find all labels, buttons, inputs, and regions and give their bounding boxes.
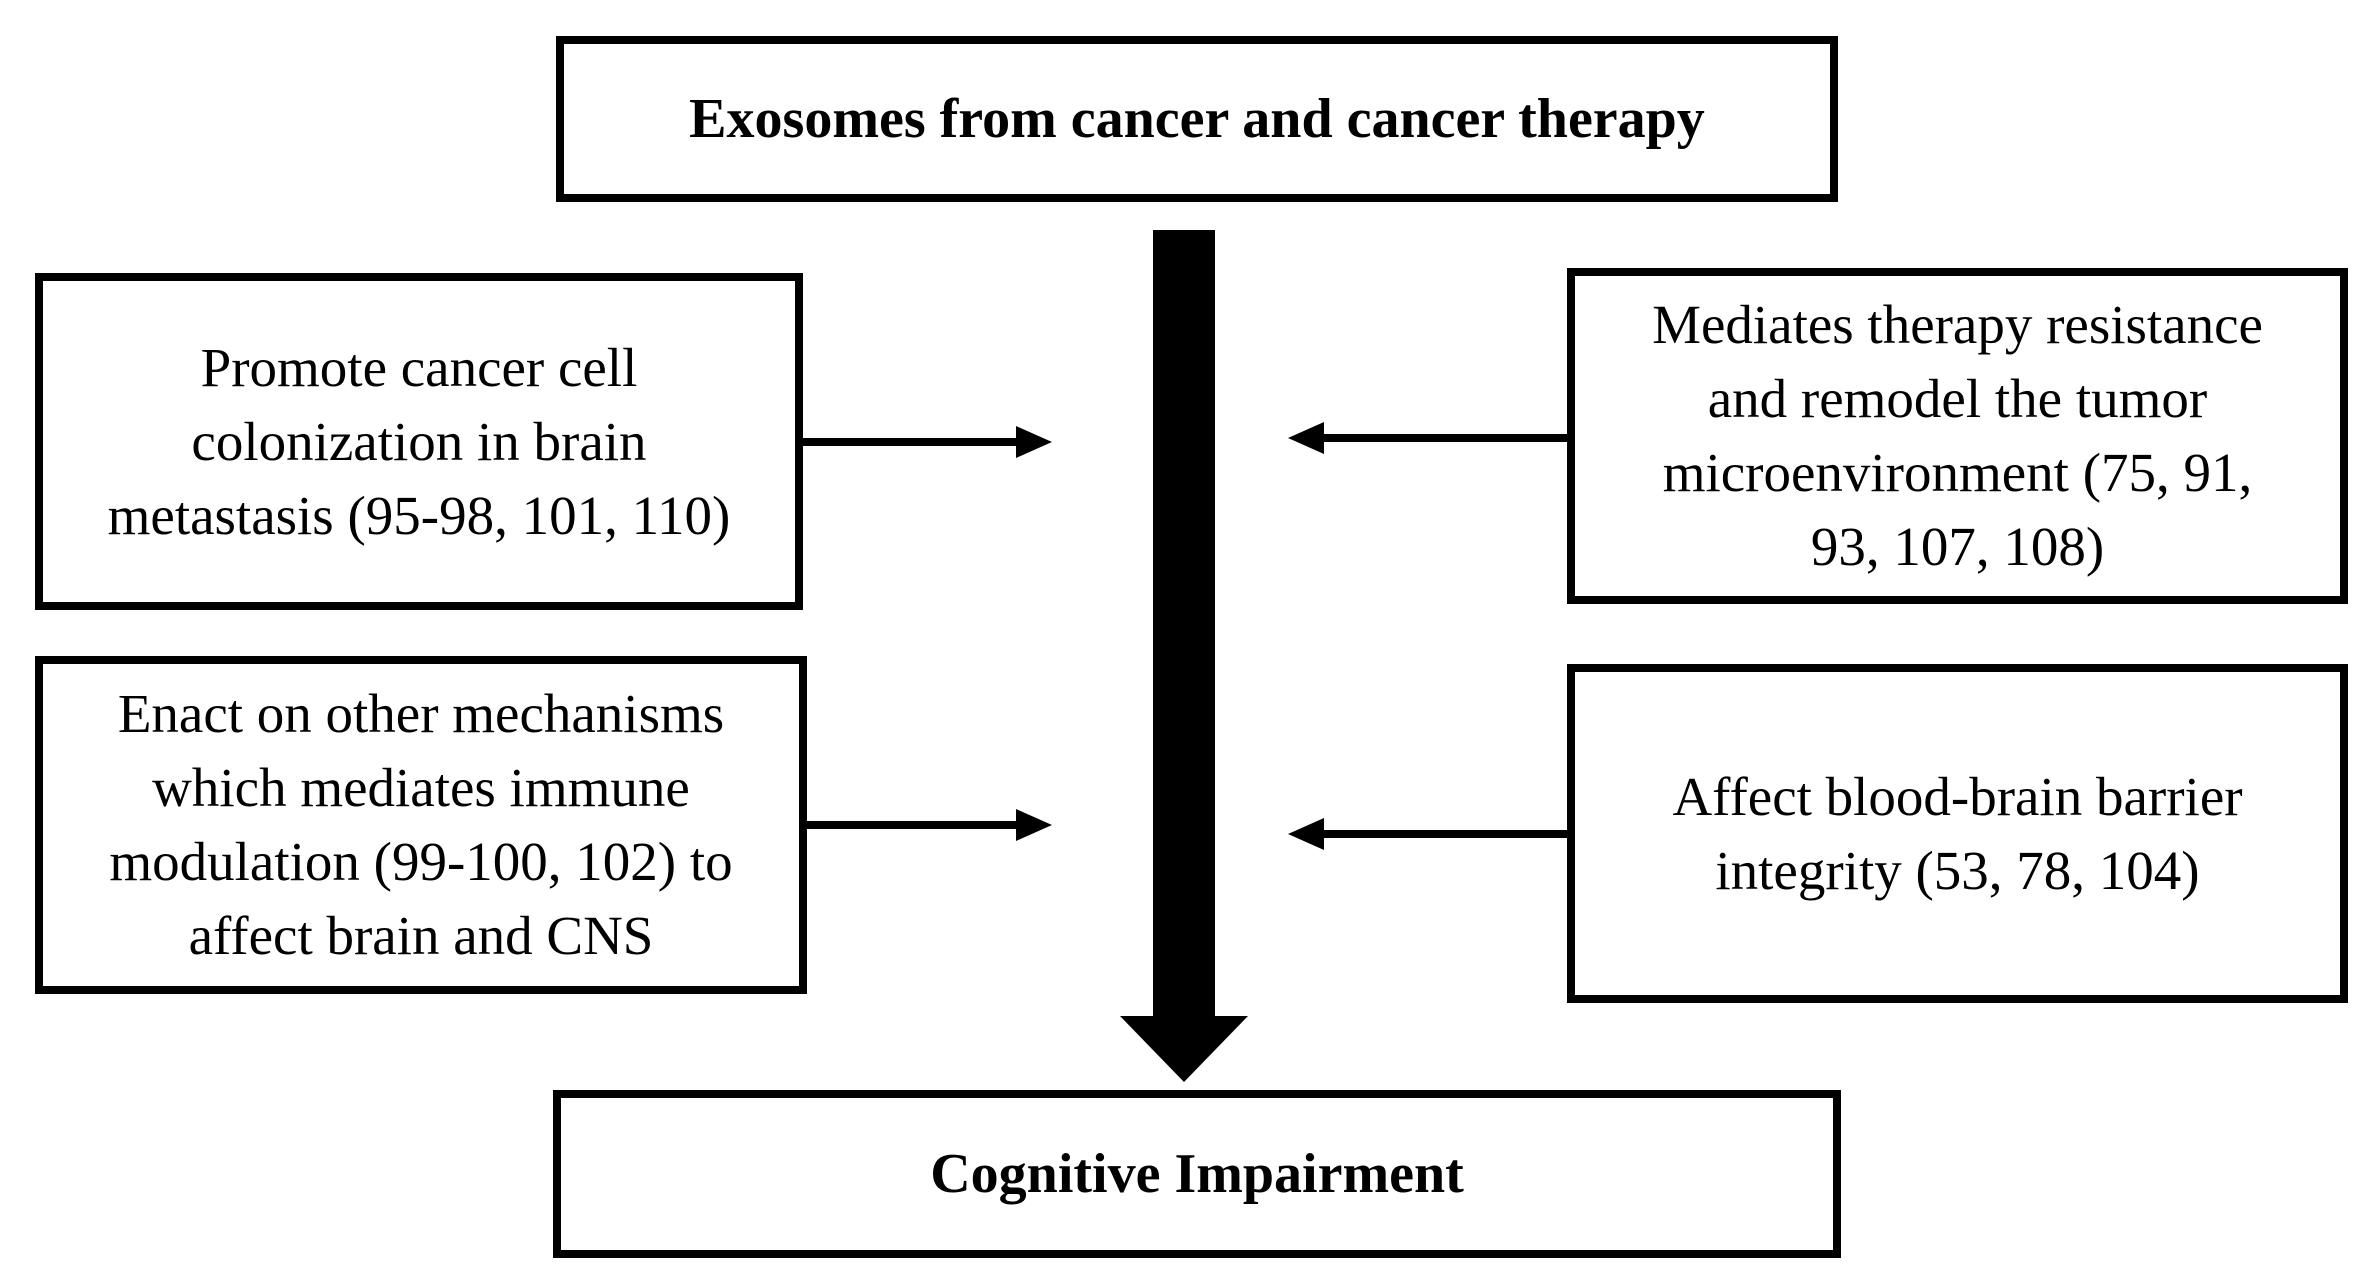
right-bottom-arrow-head [1288, 818, 1324, 850]
right-top-arrow [1288, 422, 1567, 454]
left-bottom-arrow-head [1016, 809, 1052, 841]
left-top-arrow-head [1016, 426, 1052, 458]
therapy-resistance-box: Mediates therapy resistance and remodel … [1567, 268, 2348, 604]
main-arrow-shaft [1153, 230, 1215, 1020]
therapy-resistance-label: Mediates therapy resistance and remodel … [1652, 294, 2263, 577]
blood-brain-barrier-label: Affect blood-brain barrier integrity (53… [1672, 765, 2243, 901]
right-bottom-arrow [1288, 818, 1567, 850]
immune-modulation-box: Enact on other mechanisms which mediates… [35, 656, 807, 994]
cognitive-impairment-box: Cognitive Impairment [553, 1090, 1841, 1258]
cognitive-impairment-label: Cognitive Impairment [930, 1143, 1464, 1205]
main-down-arrow [1120, 230, 1248, 1082]
brain-metastasis-label: Promote cancer cell colonization in brai… [107, 336, 731, 546]
right-top-arrow-head [1288, 422, 1324, 454]
exosomes-source-label: Exosomes from cancer and cancer therapy [689, 88, 1705, 150]
main-arrow-head [1120, 1016, 1248, 1082]
brain-metastasis-box: Promote cancer cell colonization in brai… [35, 273, 803, 610]
blood-brain-barrier-box: Affect blood-brain barrier integrity (53… [1567, 664, 2348, 1003]
exosomes-source-box: Exosomes from cancer and cancer therapy [556, 36, 1838, 202]
left-bottom-arrow [807, 809, 1052, 841]
left-top-arrow [803, 426, 1052, 458]
immune-modulation-label: Enact on other mechanisms which mediates… [109, 683, 733, 966]
